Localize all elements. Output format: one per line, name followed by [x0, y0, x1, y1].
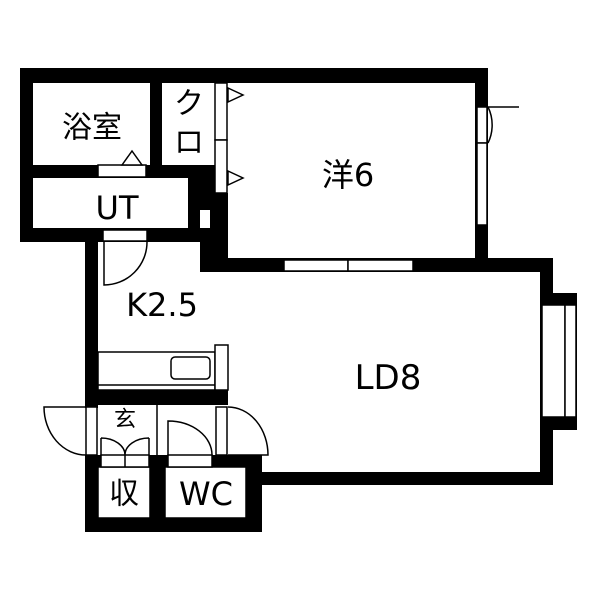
window — [476, 142, 488, 226]
door-swing — [103, 241, 148, 286]
sliding-door-2[interactable] — [347, 259, 414, 272]
room-label-storage: 収 — [109, 477, 139, 512]
toilet-room — [164, 466, 247, 519]
door-swing — [167, 420, 213, 456]
bay-window — [541, 304, 566, 418]
ut-door[interactable] — [102, 229, 148, 242]
room-label-entrance: 玄 — [114, 408, 136, 433]
closet-door-1[interactable] — [214, 82, 228, 141]
door-swing — [227, 406, 269, 456]
room-label-kitchen: K2.5 — [126, 286, 198, 324]
sliding-door-1[interactable] — [283, 259, 349, 272]
room-label-living-dining: LD8 — [355, 358, 422, 398]
toilet-door[interactable] — [167, 454, 213, 468]
room-label-closet: ロ — [174, 126, 204, 161]
ld-door[interactable] — [215, 406, 228, 456]
door-arrow-icon — [120, 149, 144, 166]
bay-window-pane — [564, 304, 577, 418]
room-label-closet: ク — [174, 87, 204, 122]
entrance-door[interactable] — [85, 406, 98, 456]
storage-room — [97, 466, 151, 519]
sink — [170, 356, 211, 380]
door-arrow-icon — [227, 169, 245, 187]
room-label-utility: UT — [96, 189, 139, 227]
bath-door[interactable] — [97, 164, 147, 178]
door-swing — [487, 106, 519, 144]
closet-door-2[interactable] — [214, 139, 228, 194]
balcony-door[interactable] — [476, 106, 488, 144]
door-swing — [43, 406, 87, 456]
door-arrow-icon — [227, 86, 245, 104]
room-label-toilet: WC — [179, 475, 233, 513]
stove-column — [214, 344, 229, 391]
room-label-western: 洋6 — [322, 156, 374, 194]
room-label-bath: 浴室 — [62, 111, 122, 146]
door-swing — [100, 437, 150, 456]
